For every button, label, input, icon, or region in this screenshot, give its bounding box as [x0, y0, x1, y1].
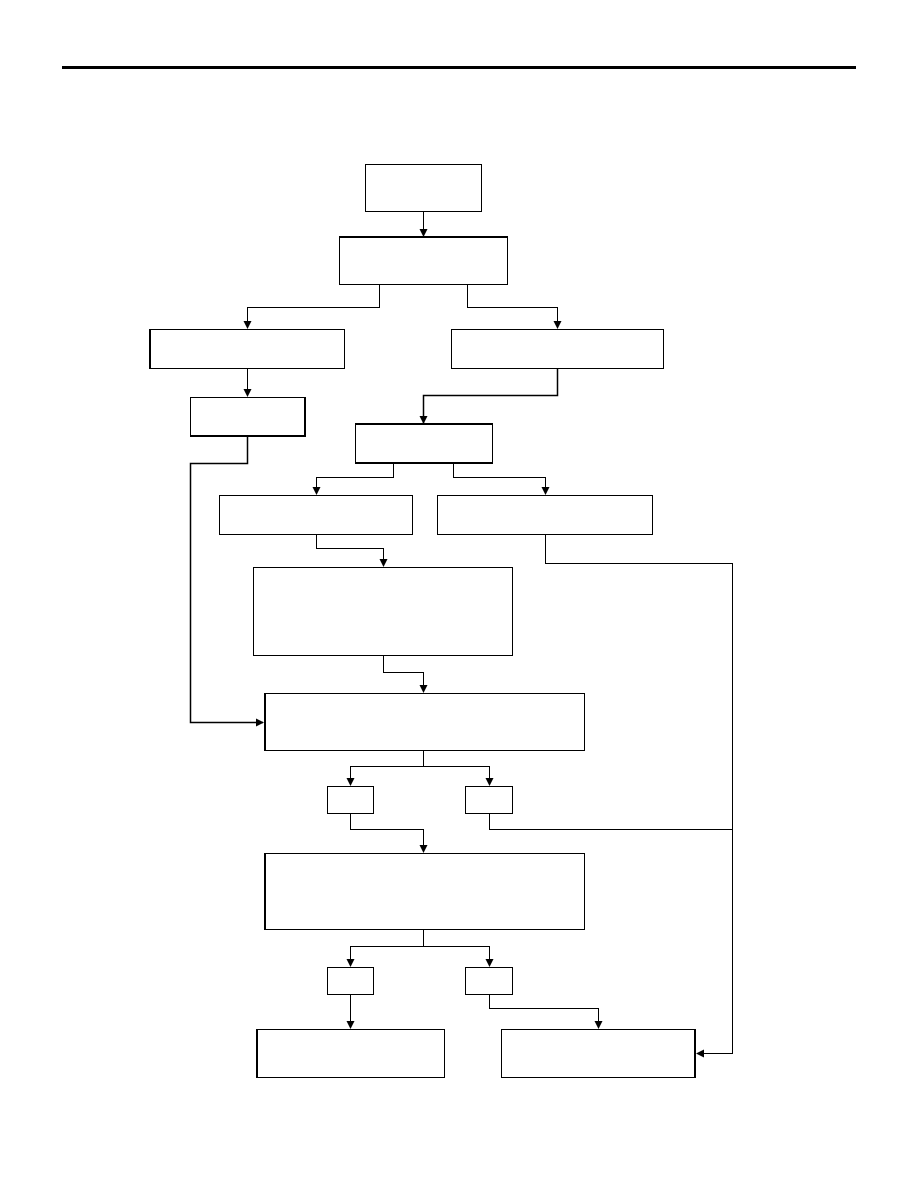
node-check-1-option-a — [327, 786, 374, 814]
connector-check-2-to-option-a — [346, 946, 424, 967]
connector-check-1-option-b-to-result-right — [489, 814, 733, 830]
connector-right-step-to-right-branch-right — [453, 464, 550, 495]
connector-check-2-to-option-b — [423, 946, 494, 967]
node-left-action — [190, 397, 306, 437]
connector-check-2-option-b-to-result-right — [489, 995, 603, 1029]
connector-procedure-to-check-1 — [383, 656, 428, 693]
node-check-2-option-b — [465, 967, 513, 995]
connector-step-1-to-branch-left — [243, 285, 380, 329]
node-check-1-option-b — [465, 786, 513, 814]
node-result-left — [256, 1029, 445, 1078]
node-right-step — [355, 423, 493, 464]
connector-right-step-to-right-branch-left — [312, 464, 394, 495]
node-procedure — [253, 567, 513, 656]
connector-left-action-to-check-1 — [189, 437, 264, 727]
connector-step-1-to-branch-right — [467, 285, 562, 329]
node-start — [365, 164, 482, 212]
node-branch-left — [149, 329, 345, 369]
connector-right-branch-left-to-procedure — [316, 535, 388, 567]
connector-check-1-to-option-b — [423, 766, 494, 786]
node-right-branch-right — [437, 495, 653, 535]
node-branch-right — [451, 329, 664, 369]
connector-check-1-option-a-to-check-2 — [350, 814, 428, 853]
node-result-right — [501, 1029, 696, 1078]
node-check-2 — [264, 853, 585, 930]
node-check-2-option-a — [327, 967, 374, 995]
node-step-1 — [339, 236, 508, 285]
connector-branch-right-to-right-step — [419, 369, 559, 424]
connector-right-branch-right-to-result-right — [545, 535, 733, 1058]
node-right-branch-left — [219, 495, 413, 535]
connector-check-1-to-option-a — [346, 766, 424, 786]
node-check-1 — [264, 693, 585, 751]
